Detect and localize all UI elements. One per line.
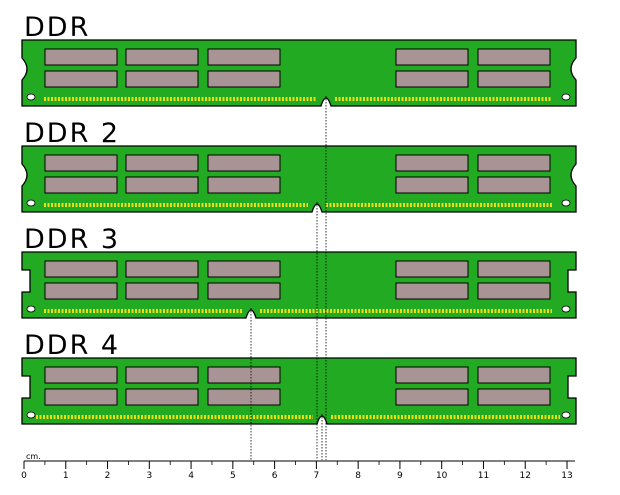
ruler-tick-label: 3 xyxy=(146,471,152,481)
label-ddr3: DDR 3 xyxy=(24,224,120,255)
label-ddr: DDR xyxy=(24,12,90,43)
memory-chip xyxy=(477,70,551,88)
module-2 xyxy=(21,145,577,213)
memory-chip xyxy=(207,282,281,300)
mount-hole xyxy=(26,411,36,419)
ruler-tick-label: 12 xyxy=(520,471,531,481)
memory-chip xyxy=(44,176,118,194)
memory-chip xyxy=(44,260,118,278)
memory-chip xyxy=(207,388,281,406)
mount-hole xyxy=(561,93,571,101)
memory-chip xyxy=(44,282,118,300)
memory-chip xyxy=(477,154,551,172)
memory-chip xyxy=(207,70,281,88)
module-1 xyxy=(21,39,577,107)
memory-chip xyxy=(477,366,551,384)
memory-chip xyxy=(207,260,281,278)
ruler-tick-label: 11 xyxy=(478,471,489,481)
memory-chip xyxy=(44,388,118,406)
memory-chip xyxy=(395,388,469,406)
memory-chip xyxy=(125,70,199,88)
memory-chip xyxy=(395,366,469,384)
memory-chip xyxy=(477,176,551,194)
memory-chip xyxy=(477,388,551,406)
memory-chip xyxy=(44,366,118,384)
memory-chip xyxy=(125,260,199,278)
memory-chip xyxy=(44,154,118,172)
label-ddr2: DDR 2 xyxy=(24,118,120,149)
ruler-tick-label: 7 xyxy=(314,471,320,481)
ruler-tick-label: 9 xyxy=(397,471,403,481)
memory-chip xyxy=(395,48,469,66)
notch-guide-lines xyxy=(250,96,327,460)
memory-chip xyxy=(395,70,469,88)
memory-chip xyxy=(477,282,551,300)
ruler-tick-label: 1 xyxy=(63,471,69,481)
label-ddr4: DDR 4 xyxy=(24,330,120,361)
memory-chip xyxy=(125,154,199,172)
memory-chip xyxy=(207,154,281,172)
memory-chip xyxy=(395,176,469,194)
mount-hole xyxy=(26,199,36,207)
memory-chip xyxy=(125,366,199,384)
memory-chip xyxy=(125,388,199,406)
modules xyxy=(21,39,577,425)
module-3 xyxy=(21,251,577,319)
memory-chip xyxy=(207,176,281,194)
memory-chip xyxy=(125,282,199,300)
ruler-tick-label: 6 xyxy=(272,471,278,481)
module-4 xyxy=(21,357,577,425)
memory-chip xyxy=(477,260,551,278)
memory-chip xyxy=(395,282,469,300)
memory-chip xyxy=(207,48,281,66)
ruler-tick-label: 13 xyxy=(561,471,572,481)
memory-chip xyxy=(477,48,551,66)
ruler-tick-label: 4 xyxy=(188,471,194,481)
memory-chip xyxy=(395,154,469,172)
ruler-tick-label: 0 xyxy=(21,471,27,481)
memory-chip xyxy=(44,70,118,88)
mount-hole xyxy=(26,305,36,313)
mount-hole xyxy=(26,93,36,101)
ruler-unit: cm. xyxy=(26,452,41,461)
mount-hole xyxy=(561,411,571,419)
ruler-tick-label: 5 xyxy=(230,471,236,481)
mount-hole xyxy=(561,199,571,207)
memory-chip xyxy=(125,176,199,194)
ruler-tick-label: 2 xyxy=(105,471,111,481)
ruler-tick-label: 8 xyxy=(355,471,361,481)
memory-chip xyxy=(395,260,469,278)
memory-chip xyxy=(207,366,281,384)
memory-chip xyxy=(44,48,118,66)
mount-hole xyxy=(561,305,571,313)
ruler-tick-label: 10 xyxy=(436,471,448,481)
memory-chip xyxy=(125,48,199,66)
